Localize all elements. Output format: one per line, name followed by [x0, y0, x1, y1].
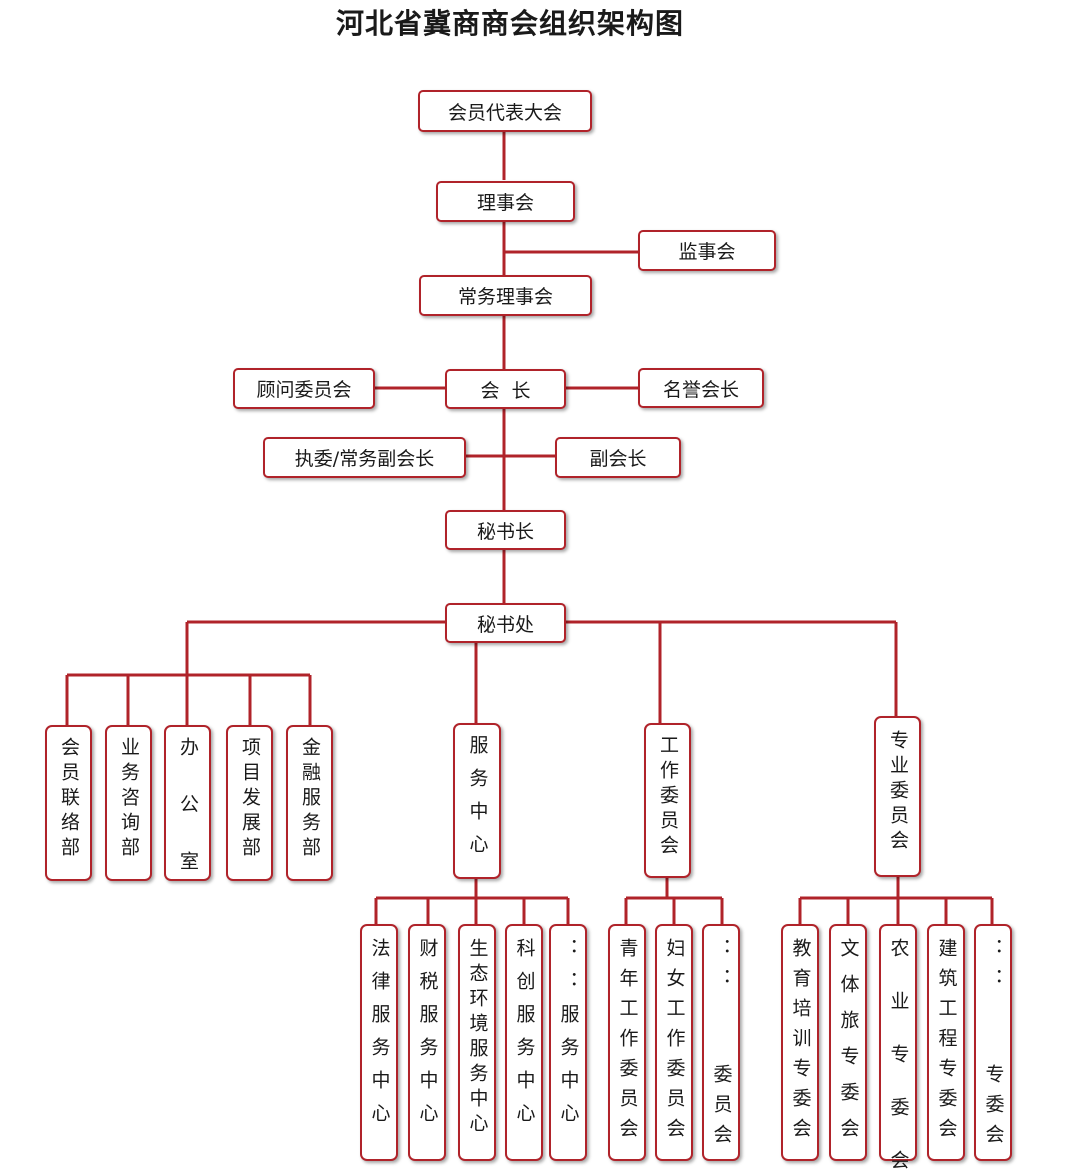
work-committee-node: 工作委员会	[644, 723, 691, 878]
dept-project-development: 项目发展部	[226, 725, 273, 881]
leaf-label: 文体旅专委会	[837, 938, 860, 1154]
special-education: 教育培训专委会	[781, 924, 819, 1161]
special-committee-node: 专业委员会	[874, 716, 921, 877]
special-culture-sports-tourism: 文体旅专委会	[829, 924, 867, 1161]
congress-node: 会员代表大会	[418, 90, 592, 132]
leaf-label: 生态环境服务中心	[466, 938, 489, 1138]
special-construction: 建筑工程专委会	[927, 924, 965, 1161]
dept-label: 会员联络部	[58, 737, 80, 862]
leaf-label: 法律服务中心	[368, 938, 391, 1136]
leaf-label: 农 业 专 委 会	[887, 938, 910, 1175]
service-center-innovation: 科创服务中心	[505, 924, 543, 1161]
leaf-label: 财税服务中心	[416, 938, 439, 1136]
leaf-label: ：：服务中心	[557, 938, 580, 1136]
dept-business-consulting: 业务咨询部	[105, 725, 152, 881]
leaf-label: 青年工作委员会	[616, 938, 639, 1148]
secretariat-node: 秘书处	[445, 603, 566, 643]
service-center-node: 服务中心	[453, 723, 501, 879]
service-center-tax: 财税服务中心	[408, 924, 446, 1161]
dept-label: 项目发展部	[239, 737, 261, 862]
standing-council-node: 常务理事会	[419, 275, 592, 316]
advisory-node: 顾问委员会	[233, 368, 375, 409]
dept-office: 办 公 室	[164, 725, 211, 881]
dept-member-liaison: 会员联络部	[45, 725, 92, 881]
service-center-ecology: 生态环境服务中心	[458, 924, 496, 1161]
leaf-label: 建筑工程专委会	[935, 938, 958, 1148]
exec-vp-node: 执委/常务副会长	[263, 437, 466, 478]
vp-node: 副会长	[555, 437, 681, 478]
special-more: ：： 专委会	[974, 924, 1012, 1161]
dept-label: 业务咨询部	[118, 737, 140, 862]
president-node: 会 长	[445, 369, 566, 409]
dept-label: 金融服务部	[299, 737, 321, 862]
special-agriculture: 农 业 专 委 会	[879, 924, 917, 1175]
chart-title: 河北省冀商商会组织架构图	[335, 7, 684, 40]
leaf-label: ：： 专委会	[982, 938, 1005, 1154]
leaf-label: ：： 委员会	[710, 938, 733, 1154]
group-label: 服务中心	[466, 735, 489, 867]
committee-youth: 青年工作委员会	[608, 924, 646, 1161]
leaf-label: 科创服务中心	[513, 938, 536, 1136]
leaf-label: 教育培训专委会	[789, 938, 812, 1148]
leaf-label: 妇女工作委员会	[663, 938, 686, 1148]
committee-more: ：： 委员会	[702, 924, 740, 1161]
group-label: 工作委员会	[657, 735, 679, 860]
honorary-node: 名誉会长	[638, 368, 764, 408]
group-label: 专业委员会	[887, 730, 909, 855]
committee-women: 妇女工作委员会	[655, 924, 693, 1161]
dept-financial-services: 金融服务部	[286, 725, 333, 881]
dept-label: 办 公 室	[177, 737, 199, 878]
service-center-more: ：：服务中心	[549, 924, 587, 1161]
service-center-legal: 法律服务中心	[360, 924, 398, 1161]
council-node: 理事会	[436, 181, 575, 222]
secretary-general-node: 秘书长	[445, 510, 566, 550]
supervisors-node: 监事会	[638, 230, 776, 271]
